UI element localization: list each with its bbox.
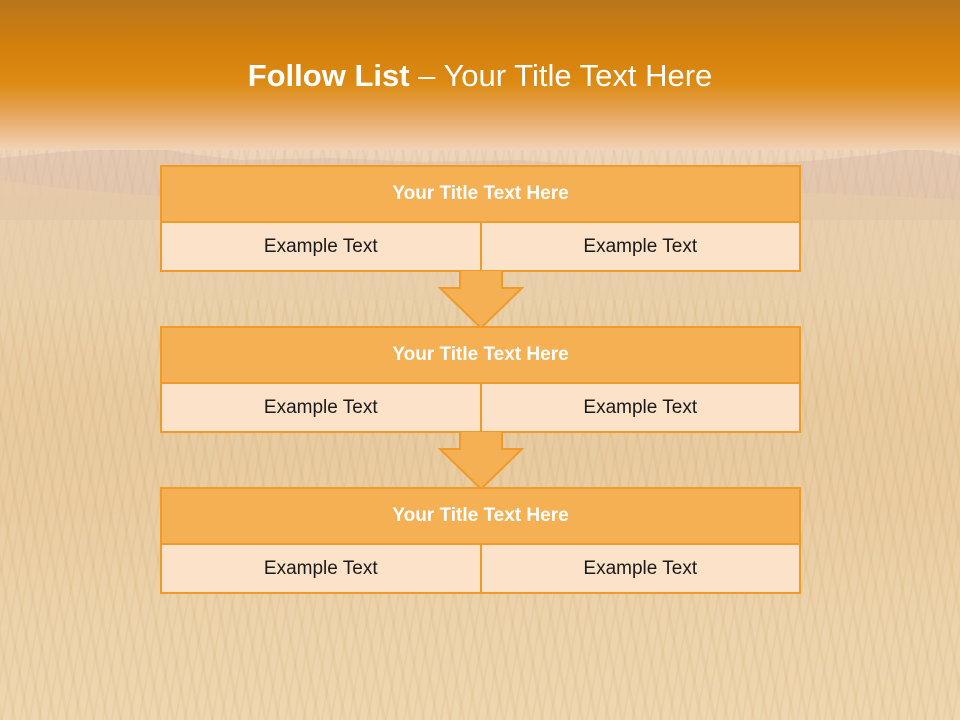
step-title: Your Title Text Here bbox=[160, 165, 801, 223]
step-row: Example Text Example Text bbox=[160, 384, 801, 433]
step-cell-left: Example Text bbox=[263, 557, 378, 579]
step-title: Your Title Text Here bbox=[160, 487, 801, 545]
step-cell-right: Example Text bbox=[479, 545, 800, 592]
step-title: Your Title Text Here bbox=[160, 326, 801, 384]
slide-title: Follow List – Your Title Text Here bbox=[0, 56, 960, 96]
slide-title-rest: – Your Title Text Here bbox=[409, 58, 713, 93]
step-cell-left: Example Text bbox=[263, 396, 378, 418]
step-cell-right: Example Text bbox=[479, 384, 800, 431]
step-row: Example Text Example Text bbox=[160, 223, 801, 272]
down-arrow-icon bbox=[438, 431, 524, 491]
down-arrow-icon bbox=[438, 270, 524, 330]
header-band bbox=[0, 0, 960, 150]
step-block-2: Your Title Text Here Example Text Exampl… bbox=[160, 326, 801, 433]
step-cell-left: Example Text bbox=[263, 235, 378, 257]
slide-title-bold: Follow List bbox=[247, 58, 410, 93]
step-block-3: Your Title Text Here Example Text Exampl… bbox=[160, 487, 801, 594]
step-cell-right: Example Text bbox=[479, 223, 800, 270]
step-row: Example Text Example Text bbox=[160, 545, 801, 594]
step-block-1: Your Title Text Here Example Text Exampl… bbox=[160, 165, 801, 272]
